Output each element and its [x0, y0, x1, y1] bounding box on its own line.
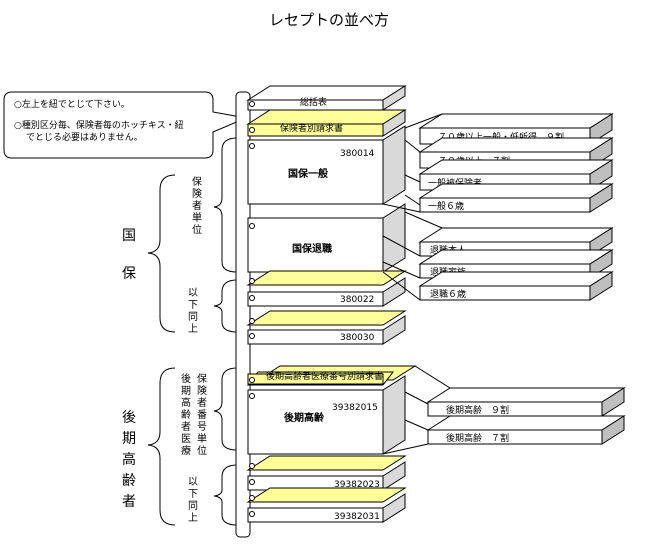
sheet-380030: 380030 [247, 315, 406, 345]
svg-text:退職６歳: 退職６歳 [430, 288, 466, 300]
svg-text:険: 険 [192, 188, 202, 200]
connectors-kouki [382, 365, 451, 455]
category-k2: 後期高齢 ７割 [426, 415, 626, 445]
group-kokuho: 国 保 [122, 228, 136, 282]
block-kouki: 39382015 後期高齢 [247, 375, 406, 455]
category-sheets-kokuho: ７０歳以上一般・低所得 ９割 ７０歳以上 ７割 一般被保険者 一般６歳 退職本人 [418, 113, 614, 301]
svg-text:齢: 齢 [181, 408, 191, 421]
category-k1: 後期高齢 ９割 [426, 387, 626, 417]
sheet-yellow-4 [246, 487, 407, 503]
svg-text:39382031: 39382031 [334, 512, 380, 522]
label-hokensha-tani: 保 険 者 単 位 [192, 175, 202, 236]
group-kouki-char-2: 期 [122, 431, 136, 447]
brace-kouki [147, 367, 176, 526]
svg-text:保: 保 [197, 372, 207, 385]
label-ika-dojo-2: 以 下 同 上 [188, 477, 198, 524]
svg-text:番: 番 [197, 409, 207, 421]
svg-text:後期高齢 ９割: 後期高齢 ９割 [446, 404, 509, 416]
svg-text:後: 後 [181, 372, 191, 385]
binding-holes [249, 101, 255, 517]
svg-text:位: 位 [192, 223, 202, 236]
svg-text:39382023: 39382023 [334, 480, 380, 490]
note-line-3: でとじる必要はありません。 [26, 131, 143, 143]
svg-text:下: 下 [188, 489, 198, 500]
note-bubble: ○左上を紐でとじて下さい。 ○種別区分毎、保険者毎のホッチキス・紐 でとじる必要… [3, 91, 248, 159]
svg-text:国保一般: 国保一般 [288, 167, 328, 180]
brace-ika-2 [213, 464, 238, 526]
svg-text:後期高齢 ７割: 後期高齢 ７割 [446, 432, 509, 444]
svg-text:医: 医 [181, 433, 191, 445]
binding-rail [235, 91, 251, 538]
svg-text:同: 同 [188, 500, 198, 512]
connectors-kokuho [382, 113, 443, 301]
svg-text:以: 以 [188, 477, 198, 488]
label-kouki-tani: 保 険 者 番 号 後 期 高 齢 者 医 療 単 位 [181, 372, 207, 457]
note-line-1: ○左上を紐でとじて下さい。 [14, 98, 130, 110]
group-kouki: 後 期 高 齢 者 [122, 410, 136, 510]
svg-text:下: 下 [188, 300, 198, 311]
group-kouki-char-5: 者 [122, 494, 136, 510]
sheet-kouki-seikyu: 後期高齢者医療番号別請求書 [246, 365, 417, 386]
svg-text:上: 上 [188, 323, 198, 335]
category-sheets-kouki: 後期高齢 ９割 後期高齢 ７割 [426, 387, 626, 445]
svg-text:保: 保 [192, 175, 202, 188]
note-line-2: ○種別区分毎、保険者毎のホッチキス・紐 [14, 119, 184, 131]
svg-text:上: 上 [188, 512, 198, 524]
page-title: レセプトの並べ方 [269, 11, 389, 29]
sheet-39382031: 39382031 [247, 493, 406, 523]
block-kokuho-ippan: 380014 国保一般 [247, 125, 406, 205]
sheet-yellow-2 [246, 310, 407, 326]
svg-text:国保退職: 国保退職 [292, 242, 332, 255]
brace-hokensha [213, 137, 238, 273]
group-kouki-char-3: 高 [122, 451, 136, 468]
svg-text:期: 期 [181, 385, 191, 397]
brace-kouki-tani [213, 367, 238, 451]
svg-text:380014: 380014 [340, 149, 375, 159]
group-kokuho-char-1: 国 [122, 228, 136, 244]
svg-text:険: 険 [197, 385, 207, 397]
sheet-yellow-3 [246, 455, 407, 471]
brace-ika-1 [213, 279, 238, 333]
group-kouki-char-1: 後 [122, 410, 136, 426]
group-kokuho-char-2: 保 [122, 266, 136, 282]
svg-text:後期高齢: 後期高齢 [284, 411, 325, 424]
svg-text:号: 号 [197, 421, 207, 433]
svg-text:39382015: 39382015 [332, 403, 378, 413]
block-kokuho-taishoku: 国保退職 [247, 203, 406, 273]
svg-text:保険者別請求書: 保険者別請求書 [280, 122, 343, 134]
svg-text:380022: 380022 [340, 295, 374, 305]
svg-text:高: 高 [181, 396, 191, 409]
svg-text:者: 者 [181, 421, 191, 433]
sheet-hokensha-betsu: 保険者別請求書 [246, 109, 407, 137]
svg-text:位: 位 [197, 444, 207, 457]
sheet-yellow-1 [246, 270, 407, 286]
svg-text:以: 以 [188, 288, 198, 299]
sheet-39382023: 39382023 [247, 461, 406, 491]
category-c7: 退職６歳 [418, 271, 614, 301]
svg-text:一般６歳: 一般６歳 [428, 200, 464, 212]
svg-text:総括表: 総括表 [300, 96, 327, 108]
label-ika-dojo-1: 以 下 同 上 [188, 288, 198, 335]
svg-text:療: 療 [181, 444, 191, 457]
svg-text:単: 単 [192, 211, 202, 224]
sheet-soukatsu: 総括表 [246, 85, 407, 111]
svg-text:単: 単 [197, 432, 207, 445]
category-c4: 一般６歳 [418, 183, 614, 213]
svg-text:後期高齢者医療番号別請求書: 後期高齢者医療番号別請求書 [266, 370, 383, 382]
svg-text:者: 者 [197, 397, 207, 409]
group-kouki-char-4: 齢 [122, 473, 136, 489]
svg-text:380030: 380030 [340, 333, 375, 343]
svg-text:同: 同 [188, 311, 198, 323]
svg-text:者: 者 [192, 200, 202, 212]
brace-kokuho [147, 174, 176, 333]
